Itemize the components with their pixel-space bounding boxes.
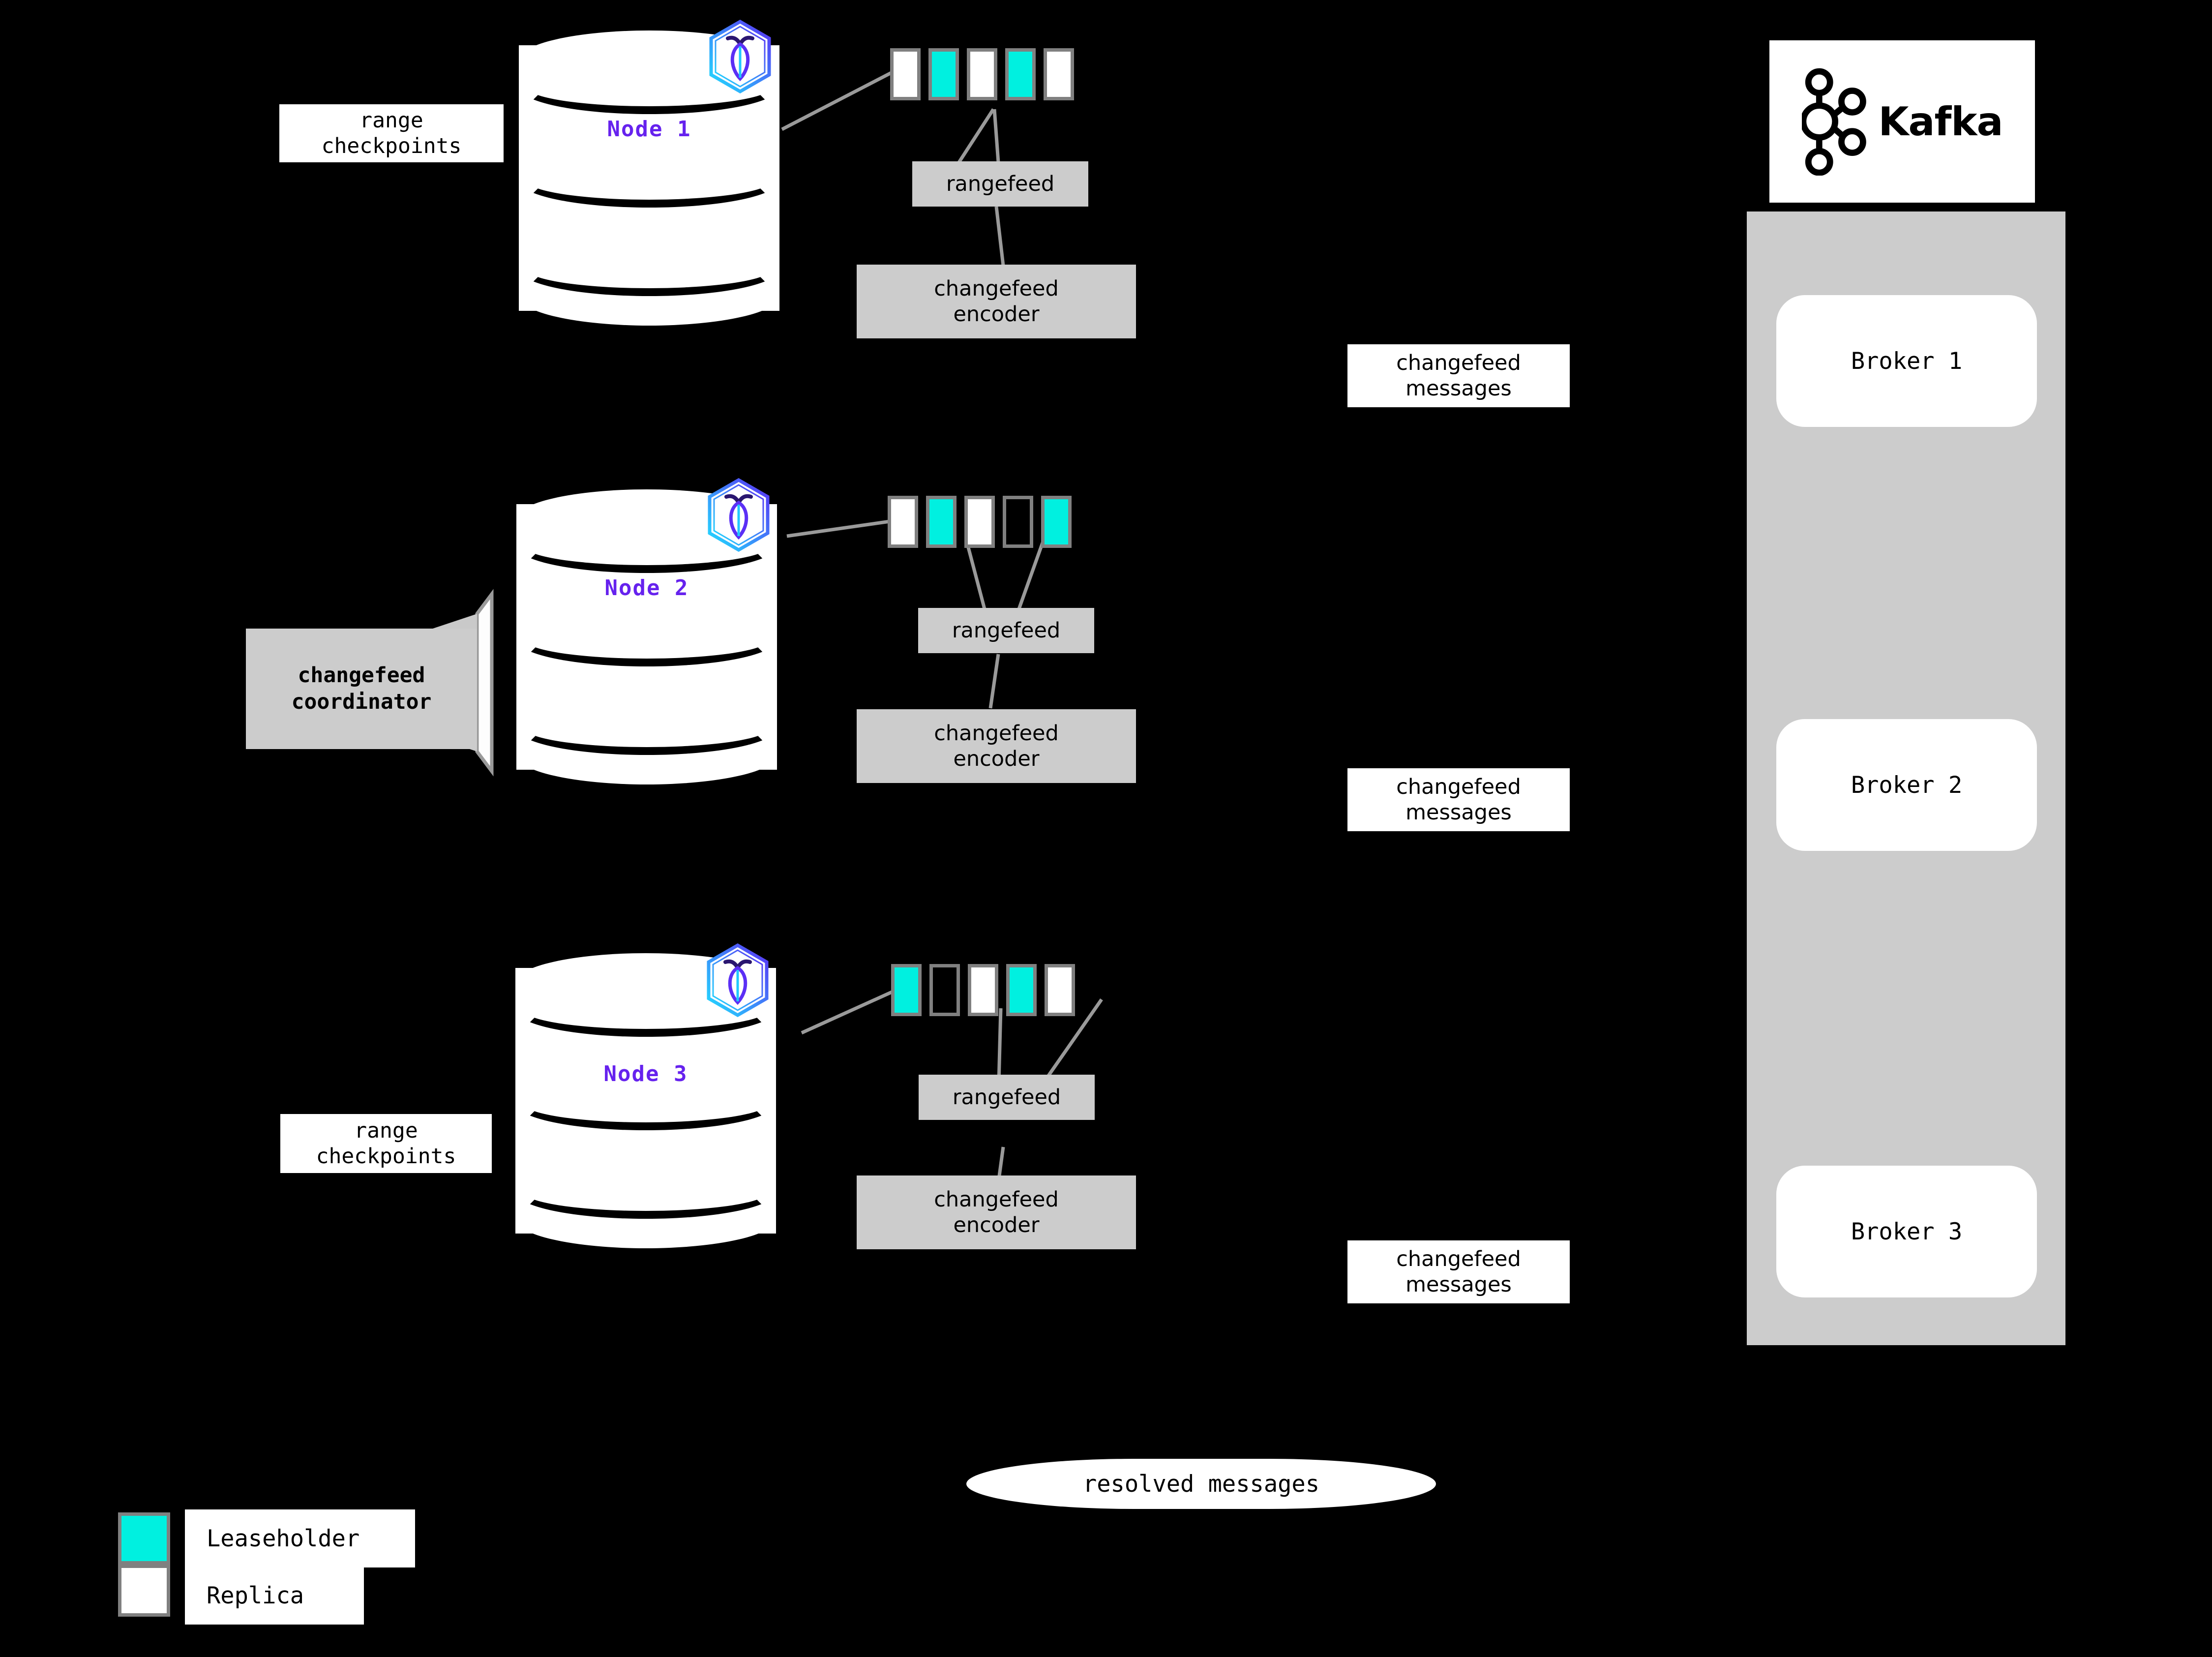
- wire-node1-to-ranges: [781, 69, 895, 131]
- node-1-rangefeed-box[interactable]: rangefeed: [912, 161, 1088, 207]
- node-3-rangefeed-box[interactable]: rangefeed: [919, 1075, 1095, 1120]
- legend-label-replica: Replica: [185, 1567, 364, 1625]
- node-2-changefeed-encoder-box[interactable]: changefeed encoder: [857, 709, 1136, 783]
- coordinator-line-1: changefeed: [298, 663, 425, 688]
- range-cell-empty: [929, 964, 960, 1016]
- messages-line-2: messages: [1405, 1272, 1512, 1297]
- messages-line-2: messages: [1405, 800, 1512, 825]
- kafka-wordmark: Kafka: [1878, 98, 2003, 145]
- coordinator-line-2: coordinator: [291, 689, 432, 714]
- broker-1[interactable]: Broker 1: [1776, 295, 2037, 427]
- node-3-ranges: [891, 964, 1075, 1016]
- cylinder-divider: [516, 701, 777, 755]
- wire-node3-to-ranges: [801, 984, 906, 1035]
- range-cell-leaseholder: [891, 964, 922, 1016]
- range-cell-leaseholder: [1006, 964, 1037, 1016]
- broker-label: Broker 3: [1851, 1218, 1963, 1245]
- range-cell-replica: [967, 48, 997, 100]
- broker-label: Broker 2: [1851, 771, 1963, 799]
- messages-line-1: changefeed: [1396, 1246, 1521, 1271]
- range-checkpoints-line-2: checkpoints: [321, 134, 462, 158]
- kafka-logo-icon: [1799, 67, 1871, 176]
- wire-node1-range-to-rangefeed: [957, 108, 995, 163]
- range-checkpoints-line-1: range: [359, 108, 423, 133]
- legend-label-leaseholder: Leaseholder: [185, 1509, 415, 1567]
- range-cell-replica: [1045, 964, 1075, 1016]
- cylinder-divider: [516, 612, 777, 666]
- broker-3[interactable]: Broker 3: [1776, 1166, 2037, 1297]
- changefeed-coordinator-panel[interactable]: changefeed coordinator: [246, 629, 477, 749]
- node-1-changefeed-messages-label: changefeed messages: [1347, 344, 1570, 407]
- kafka-logo-box: Kafka: [1769, 40, 2035, 203]
- node-3-changefeed-encoder-box[interactable]: changefeed encoder: [857, 1175, 1136, 1249]
- cylinder-divider: [519, 153, 779, 208]
- cylinder-divider: [519, 242, 779, 296]
- node-1-ranges: [890, 48, 1074, 100]
- wire-node2-range2-to-rangefeed: [1017, 539, 1046, 610]
- encoder-line-2: encoder: [953, 747, 1040, 771]
- legend: Leaseholder Replica: [118, 1509, 423, 1630]
- messages-line-2: messages: [1405, 376, 1512, 401]
- range-cell-leaseholder: [1005, 48, 1036, 100]
- cockroachdb-hexagon-icon: [706, 943, 770, 1018]
- range-checkpoints-line-2: checkpoints: [316, 1144, 456, 1169]
- range-checkpoints-line-1: range: [354, 1118, 418, 1143]
- encoder-line-1: changefeed: [934, 1187, 1059, 1212]
- range-cell-replica: [964, 496, 995, 548]
- wire-node2-range-to-rangefeed: [964, 540, 986, 609]
- range-cell-leaseholder: [926, 496, 957, 548]
- cockroachdb-hexagon-icon: [708, 19, 772, 94]
- encoder-line-2: encoder: [953, 302, 1040, 327]
- range-cell-leaseholder: [928, 48, 959, 100]
- node-2-label: Node 2: [604, 575, 689, 601]
- messages-line-1: changefeed: [1396, 350, 1521, 375]
- wire-node1-rangefeed-to-encoder: [994, 206, 1005, 266]
- node-1-cylinder: Node 1: [519, 30, 779, 326]
- legend-swatch-leaseholder: [118, 1512, 170, 1565]
- cylinder-divider: [515, 1165, 776, 1219]
- messages-line-1: changefeed: [1396, 774, 1521, 799]
- cockroachdb-hexagon-icon: [707, 478, 771, 552]
- resolved-messages-pill: resolved messages: [966, 1459, 1436, 1509]
- node-2-changefeed-messages-label: changefeed messages: [1347, 768, 1570, 831]
- range-cell-leaseholder: [1041, 496, 1072, 548]
- legend-swatch-replica: [118, 1565, 170, 1617]
- encoder-line-1: changefeed: [934, 721, 1059, 746]
- node-1-changefeed-encoder-box[interactable]: changefeed encoder: [857, 265, 1136, 338]
- broker-label: Broker 1: [1851, 347, 1963, 375]
- range-cell-replica: [888, 496, 918, 548]
- range-cell-replica: [968, 964, 998, 1016]
- wire-node2-rangefeed-to-encoder: [988, 654, 1000, 709]
- node-1-range-checkpoints-label: range checkpoints: [279, 104, 504, 162]
- node-3-changefeed-messages-label: changefeed messages: [1347, 1240, 1570, 1303]
- node-2-ranges: [888, 496, 1072, 548]
- range-cell-replica: [890, 48, 921, 100]
- range-cell-replica: [1044, 48, 1074, 100]
- node-3-label: Node 3: [603, 1061, 688, 1086]
- resolved-messages-label: resolved messages: [1082, 1470, 1320, 1498]
- encoder-line-2: encoder: [953, 1213, 1040, 1237]
- node-1-label: Node 1: [607, 117, 691, 142]
- range-cell-empty: [1003, 496, 1033, 548]
- encoder-line-1: changefeed: [934, 276, 1059, 301]
- node-3-range-checkpoints-label: range checkpoints: [280, 1114, 492, 1173]
- wire-node1-range2-to-rangefeed: [992, 109, 1000, 163]
- kafka-inbound-arrow-icon: [2068, 334, 2102, 364]
- broker-2[interactable]: Broker 2: [1776, 719, 2037, 851]
- node-2-rangefeed-box[interactable]: rangefeed: [918, 608, 1094, 653]
